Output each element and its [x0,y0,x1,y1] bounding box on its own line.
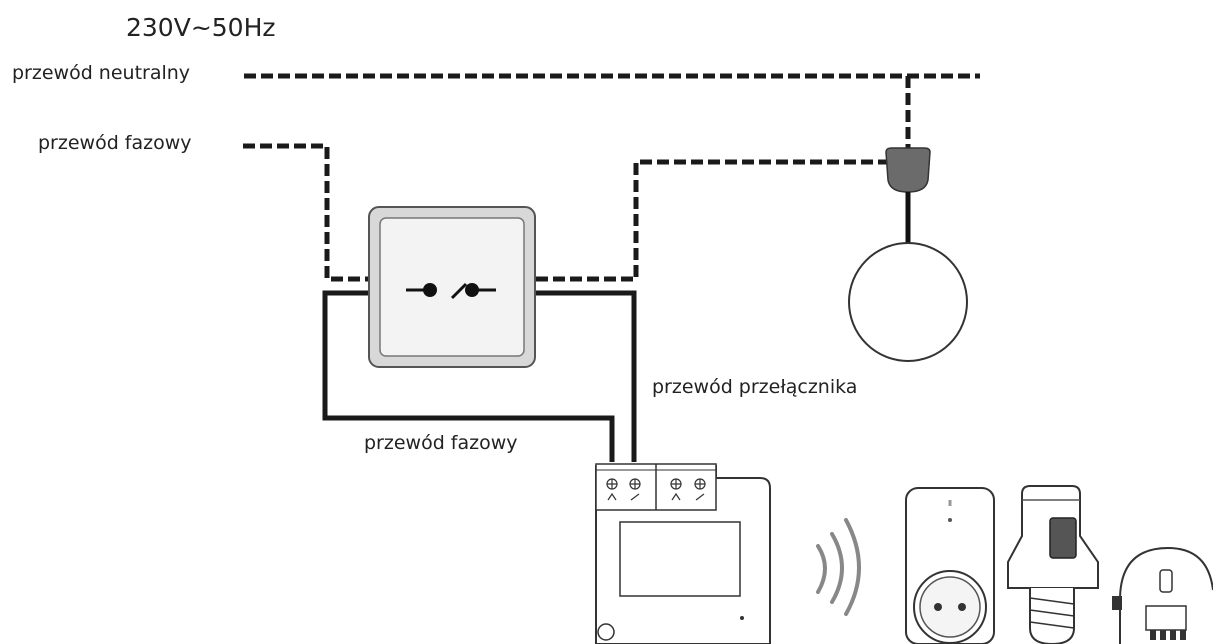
switch-output-wire-dashed [536,159,894,282]
switch-wire-label: przewód przełącznika [652,376,858,398]
smart-plug-icon [905,487,995,644]
light-switch-icon [368,206,536,368]
wireless-signal-icon [816,518,861,616]
switch-wire-solid [536,290,637,462]
phase-wire-dashed [243,143,374,282]
relay-module-icon [595,463,771,644]
round-module-icon [1112,546,1213,644]
ceiling-lamp-icon [848,147,968,362]
voltage-label: 230V~50Hz [126,13,276,42]
phase-wire-solid [322,290,615,462]
phase-wire-label-top: przewód fazowy [38,132,192,154]
neutral-wire-label: przewód neutralny [12,62,191,84]
bulb-socket-adapter-icon [1007,485,1099,644]
phase-wire-label-bottom: przewód fazowy [364,432,518,454]
neutral-wire [244,73,980,148]
